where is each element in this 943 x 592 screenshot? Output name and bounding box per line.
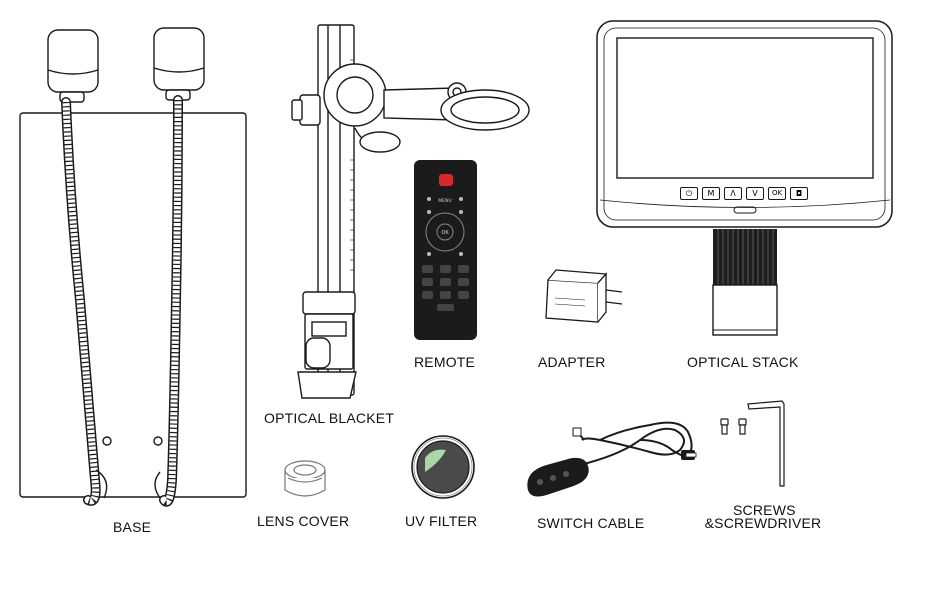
uv-filter-illustration: [411, 435, 475, 499]
label-remote: REMOTE: [414, 354, 476, 370]
remote-illustration: MENU OK: [414, 160, 477, 340]
menu-button[interactable]: M: [702, 187, 720, 200]
camera-button[interactable]: ◘: [790, 187, 808, 200]
label-base: BASE: [113, 519, 152, 535]
remote-ok-key: OK: [441, 230, 449, 236]
up-button[interactable]: Λ: [724, 187, 742, 200]
switch-cable-illustration: [527, 421, 697, 497]
optical-bracket-illustration: [291, 24, 530, 399]
adapter-illustration: [545, 269, 623, 323]
label-uv-filter: UV FILTER: [405, 513, 478, 529]
label-screws: SCREWS: [733, 502, 796, 518]
label-adapter: ADAPTER: [538, 354, 606, 370]
down-button[interactable]: V: [746, 187, 764, 200]
optical-stack-illustration: [596, 20, 893, 336]
label-lens-cover: LENS COVER: [257, 513, 350, 529]
label-screwdriver: &SCREWDRIVER: [704, 515, 822, 531]
screws-screwdriver-illustration: [720, 400, 785, 487]
power-button[interactable]: ⏻: [680, 187, 698, 200]
base-illustration: [19, 27, 247, 507]
remote-menu-key: MENU: [438, 198, 451, 204]
label-switch-cable: SWITCH CABLE: [537, 515, 645, 531]
lens-cover-illustration: [284, 460, 326, 497]
label-optical-bracket: OPTICAL BLACKET: [264, 410, 395, 426]
ok-button[interactable]: OK: [768, 187, 786, 200]
monitor-button-row: ⏻ M Λ V OK ◘: [680, 187, 808, 200]
label-optical-stack: OPTICAL STACK: [687, 354, 799, 370]
